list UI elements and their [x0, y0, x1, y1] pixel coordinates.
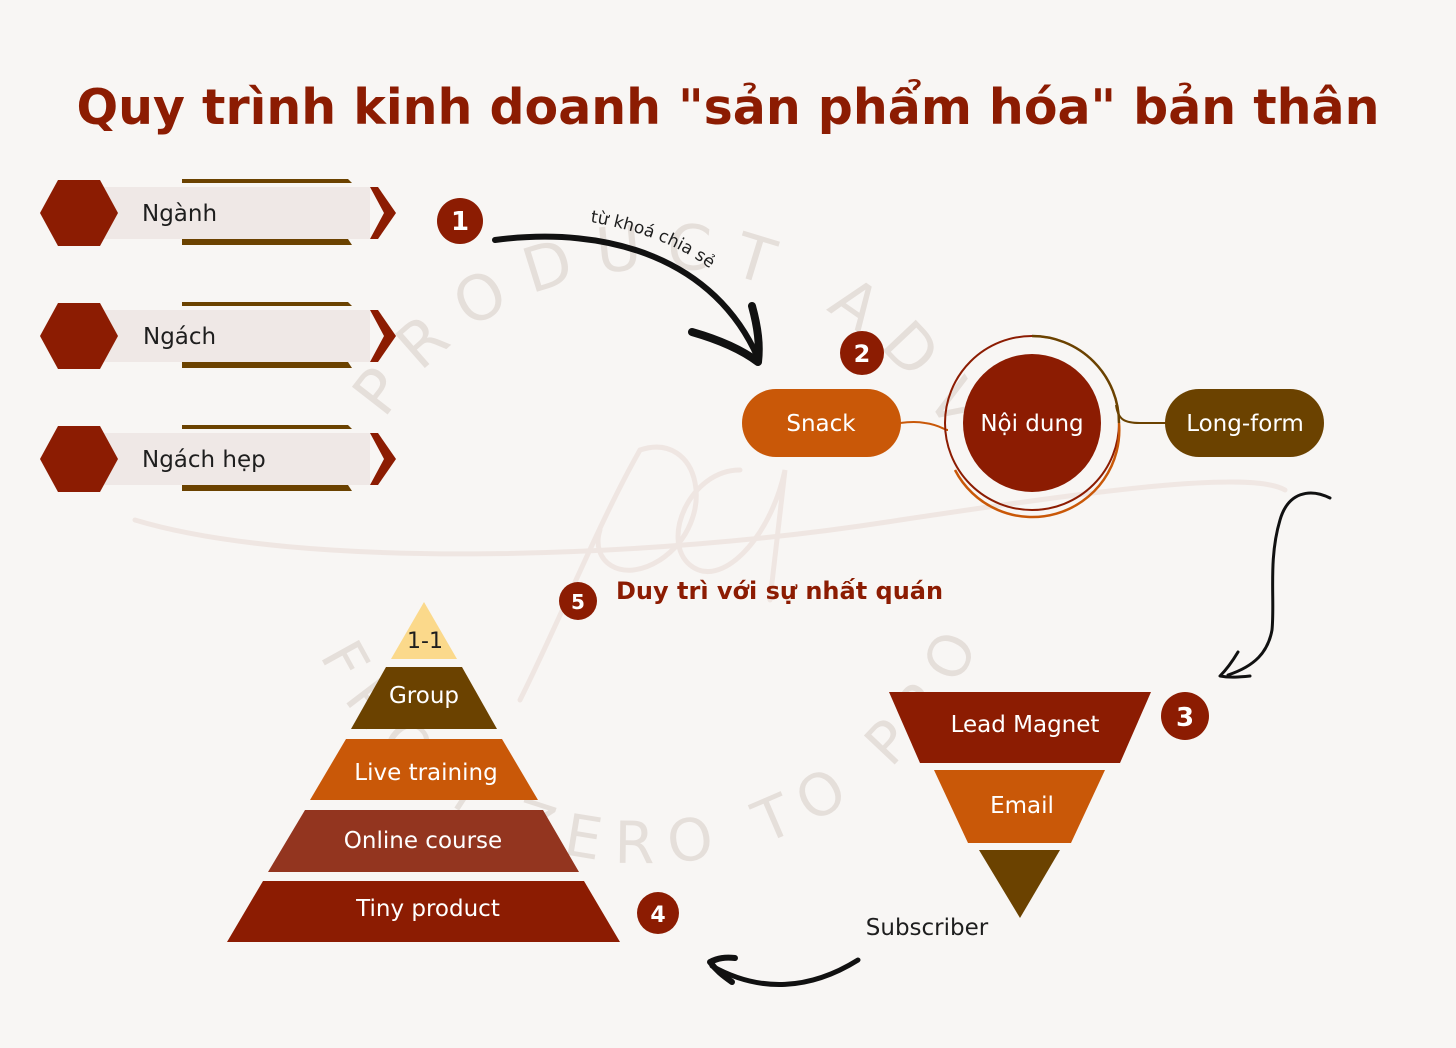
step-badge-4: 4: [637, 892, 679, 934]
pyramid-label-3: Live training: [354, 760, 497, 786]
pyramid-level-3: [310, 739, 538, 800]
consistency-label: Duy trì với sự nhất quán: [616, 577, 943, 605]
pyramid-label-5: Tiny product: [355, 896, 500, 922]
funnel-label-2: Email: [990, 793, 1054, 819]
niche-bar-2: Ngách: [40, 302, 396, 369]
niche-label-2: Ngách: [143, 324, 216, 350]
watermark-monogram: [132, 444, 1288, 703]
step-number-2: 2: [854, 340, 871, 368]
funnel-arrow: [1218, 491, 1332, 679]
step-number-1: 1: [451, 207, 469, 237]
long-form-label: Long-form: [1186, 411, 1304, 437]
niche-bar-1: Ngành: [40, 179, 396, 246]
funnel-level-3: [979, 850, 1060, 918]
pyramid-level-5: [227, 881, 620, 942]
pyramid-label-4: Online course: [344, 828, 502, 854]
funnel-label-1: Lead Magnet: [951, 712, 1100, 738]
step-badge-2: 2: [840, 331, 884, 375]
step-number-5: 5: [571, 590, 585, 614]
step-number-4: 4: [650, 903, 665, 928]
subscriber-label: Subscriber: [866, 915, 989, 941]
pyramid-label-2: Group: [389, 683, 459, 709]
pyramid-level-1: [391, 602, 457, 659]
niche-hexagon-3: [40, 426, 118, 492]
snack-label: Snack: [786, 411, 856, 437]
niche-label-3: Ngách hẹp: [142, 447, 266, 473]
snack-pill: [742, 389, 901, 457]
long-form-pill: [1165, 389, 1324, 457]
step-badge-1: 1: [437, 198, 483, 244]
content-circle: [963, 354, 1101, 492]
pyramid-level-4: [268, 810, 579, 872]
funnel: Lead Magnet Email: [889, 692, 1151, 918]
niche-hexagon-1: [40, 180, 118, 246]
pyramid-level-2: [351, 667, 497, 729]
niche-hexagon-2: [40, 303, 118, 369]
funnel-level-2: [934, 770, 1105, 843]
return-arrow: [707, 954, 861, 988]
product-pyramid: 1-1 Group Live training Online course Ti…: [227, 602, 620, 942]
niche-bar-3: Ngách hẹp: [40, 425, 396, 492]
page-title: Quy trình kinh doanh "sản phẩm hóa" bản …: [77, 78, 1380, 136]
step-badge-5: 5: [559, 582, 597, 620]
step-number-3: 3: [1176, 703, 1194, 733]
step-badge-3: 3: [1161, 692, 1209, 740]
funnel-level-1: [889, 692, 1151, 763]
niche-label-1: Ngành: [142, 201, 217, 227]
keyword-arrow: [492, 233, 763, 366]
content-center-label: Nội dung: [980, 411, 1083, 437]
pyramid-label-1: 1-1: [407, 629, 443, 654]
